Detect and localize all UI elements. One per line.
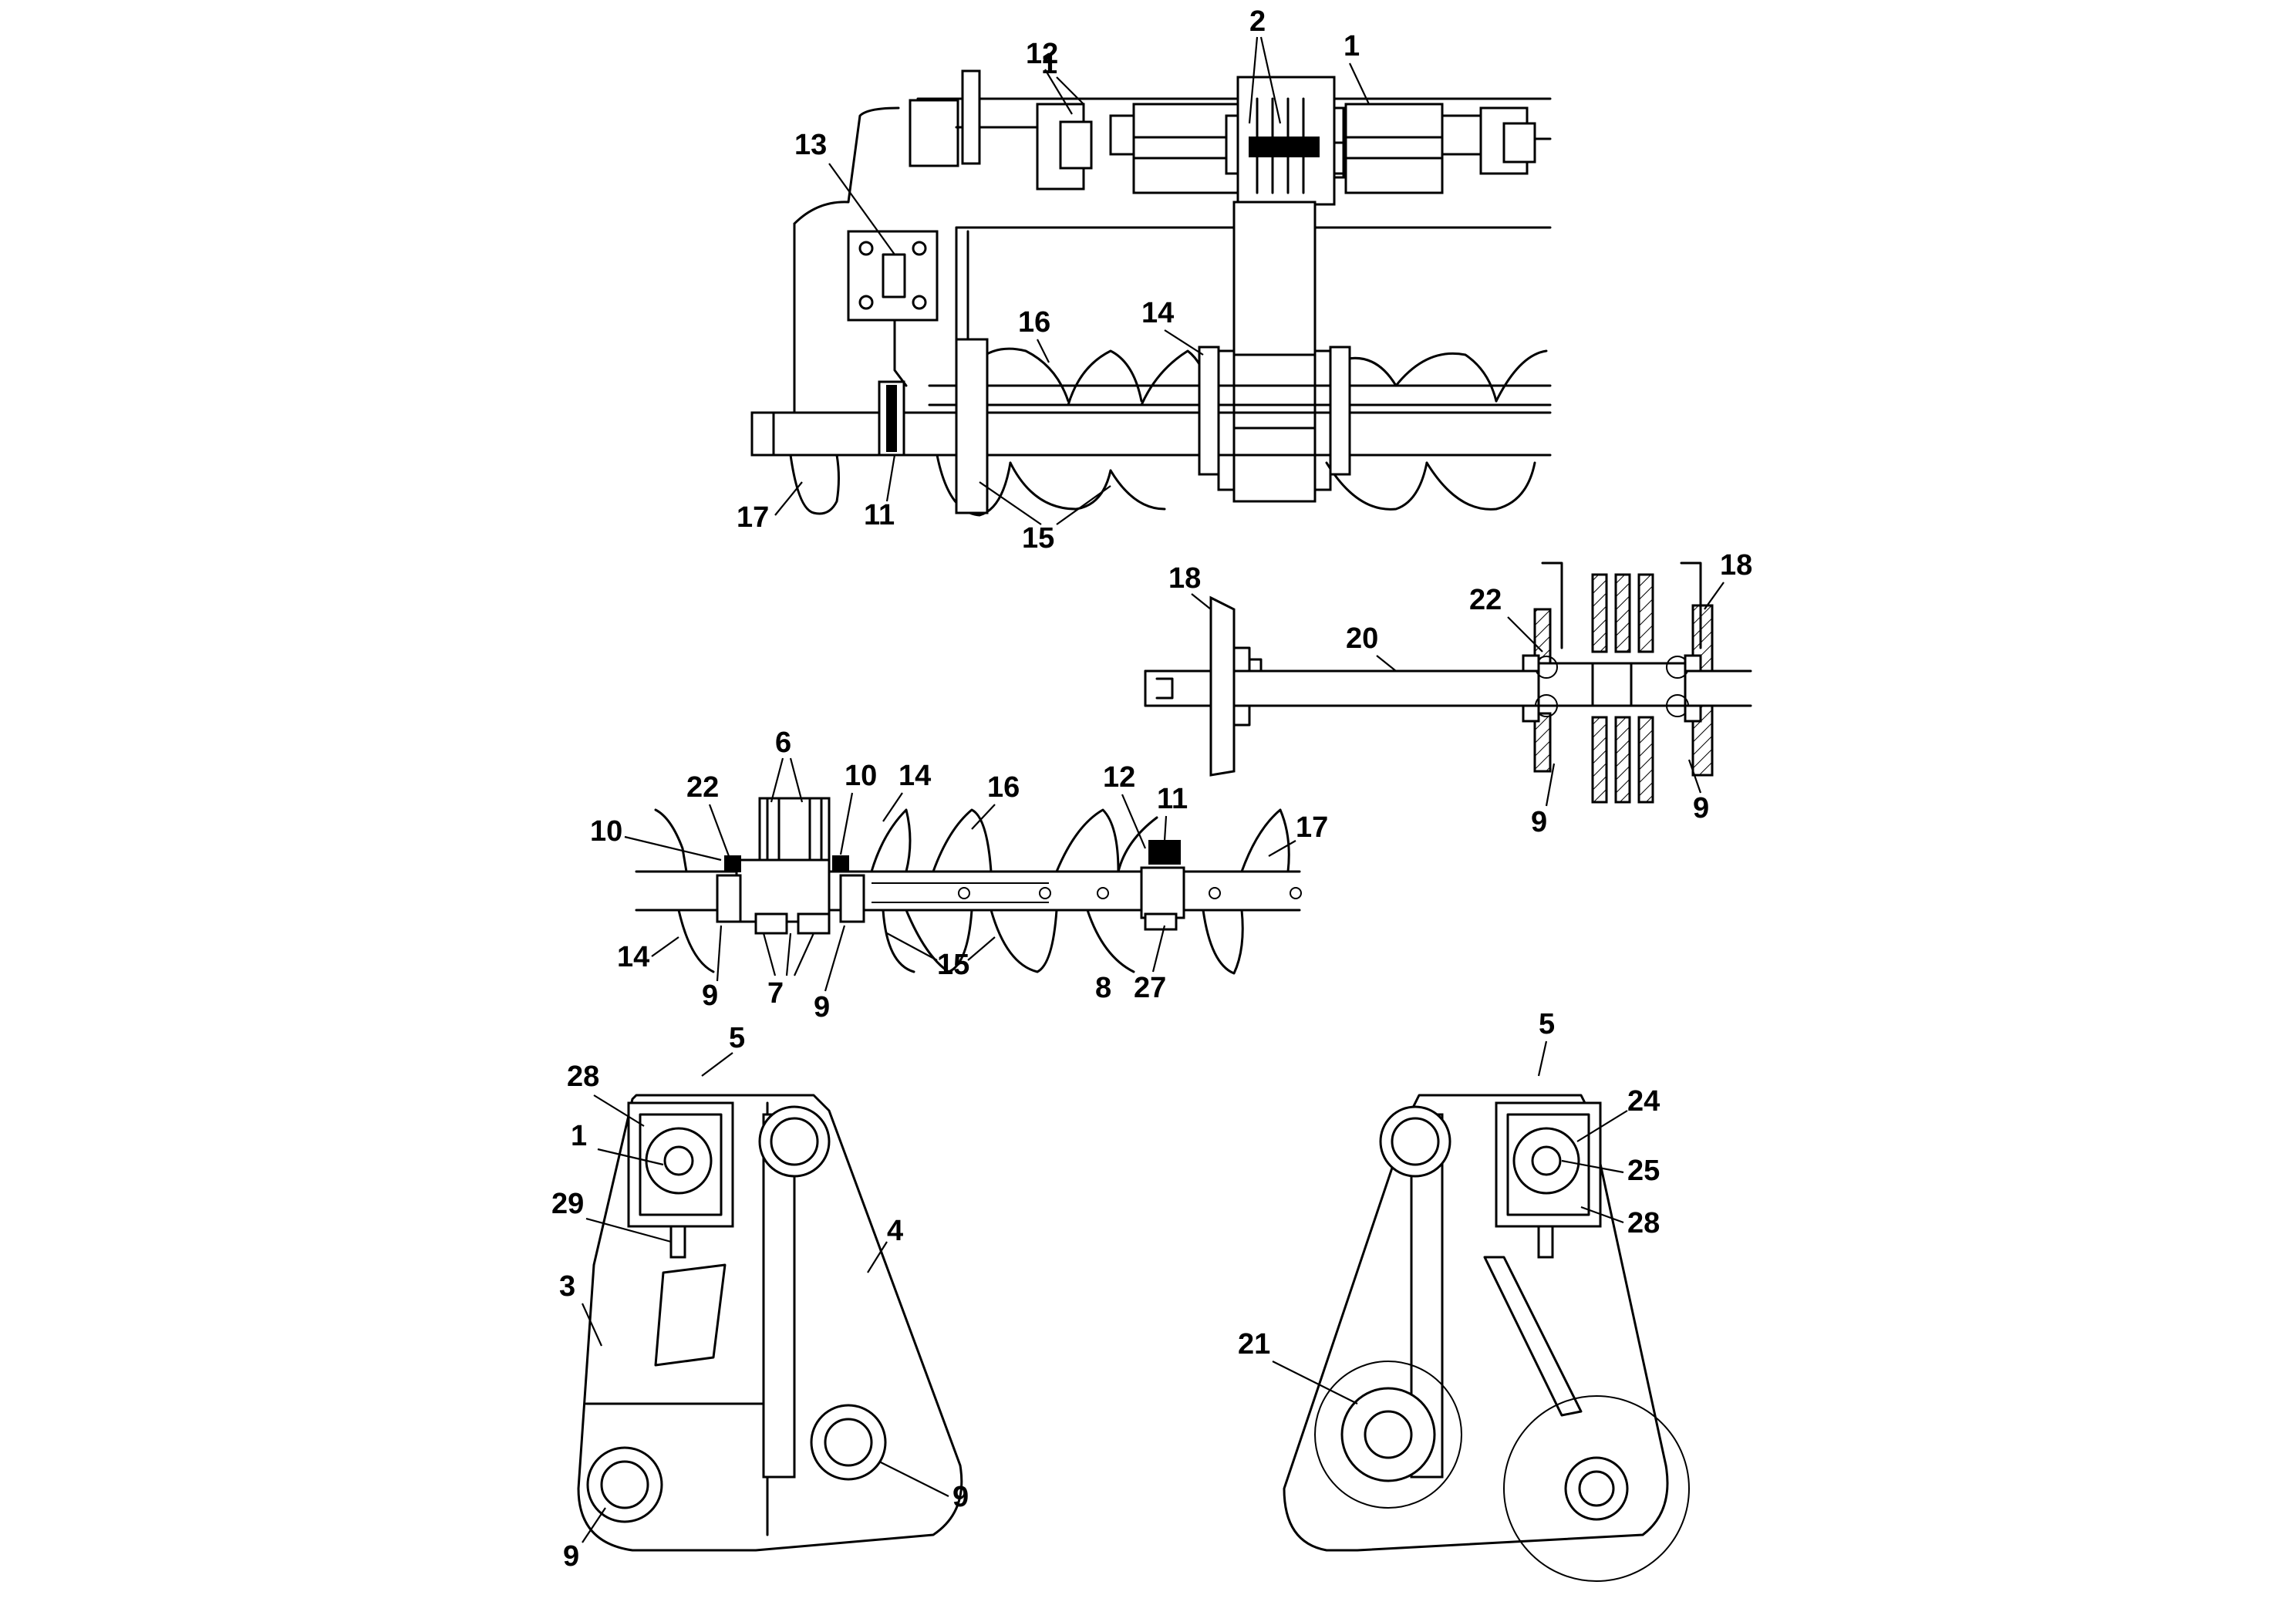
callout-2: 2 [1249, 5, 1266, 38]
callout-9: 9 [563, 1540, 579, 1573]
callout-15: 15 [937, 949, 969, 981]
callout-22: 22 [1469, 584, 1502, 616]
callout-5: 5 [1539, 1008, 1555, 1040]
callout-18: 18 [1168, 562, 1201, 595]
shaft-section-view [1144, 561, 1752, 804]
callout-14: 14 [1141, 297, 1174, 329]
auger-assembly-view [635, 797, 1302, 975]
callout-9: 9 [814, 991, 830, 1023]
callout-18: 18 [1720, 549, 1752, 582]
callout-4: 4 [887, 1215, 903, 1247]
callout-9: 9 [702, 980, 718, 1012]
callout-14: 14 [899, 760, 931, 792]
top-plan-view [750, 69, 1552, 517]
callout-10: 10 [845, 760, 877, 792]
callout-9: 9 [952, 1481, 969, 1513]
callout-14: 14 [617, 941, 649, 973]
callouts: 1 1 2 12 13 14 16 17 11 15 18 18 20 22 9… [551, 5, 1752, 1573]
callout-7: 7 [767, 977, 784, 1010]
callout-13: 13 [794, 129, 827, 161]
callout-22: 22 [686, 771, 719, 804]
callout-17: 17 [1296, 811, 1328, 844]
callout-1: 1 [1344, 30, 1360, 62]
callout-8: 8 [1095, 972, 1111, 1004]
callout-9: 9 [1531, 806, 1547, 838]
callout-28: 28 [1627, 1207, 1660, 1239]
callout-25: 25 [1627, 1155, 1660, 1187]
callout-15: 15 [1022, 522, 1054, 555]
callout-12: 12 [1103, 761, 1135, 794]
callout-16: 16 [1018, 306, 1050, 339]
callout-9: 9 [1693, 792, 1709, 824]
callout-1: 1 [571, 1120, 587, 1152]
callout-11: 11 [864, 499, 895, 531]
callout-29: 29 [551, 1188, 584, 1220]
callout-10: 10 [590, 815, 622, 848]
callout-6: 6 [775, 727, 791, 759]
callout-27: 27 [1134, 972, 1166, 1004]
callout-5: 5 [729, 1022, 745, 1054]
callout-28: 28 [567, 1061, 599, 1093]
callout-1: 1 [1041, 48, 1057, 80]
callout-20: 20 [1346, 622, 1378, 655]
callout-17: 17 [737, 501, 769, 534]
callout-12: 12 [1026, 38, 1058, 70]
callout-16: 16 [987, 771, 1020, 804]
callout-21: 21 [1238, 1328, 1270, 1361]
callout-24: 24 [1627, 1085, 1660, 1118]
left-side-view [577, 1094, 963, 1552]
callout-11: 11 [1157, 783, 1188, 815]
callout-3: 3 [559, 1270, 575, 1303]
right-side-view [1283, 1094, 1690, 1582]
